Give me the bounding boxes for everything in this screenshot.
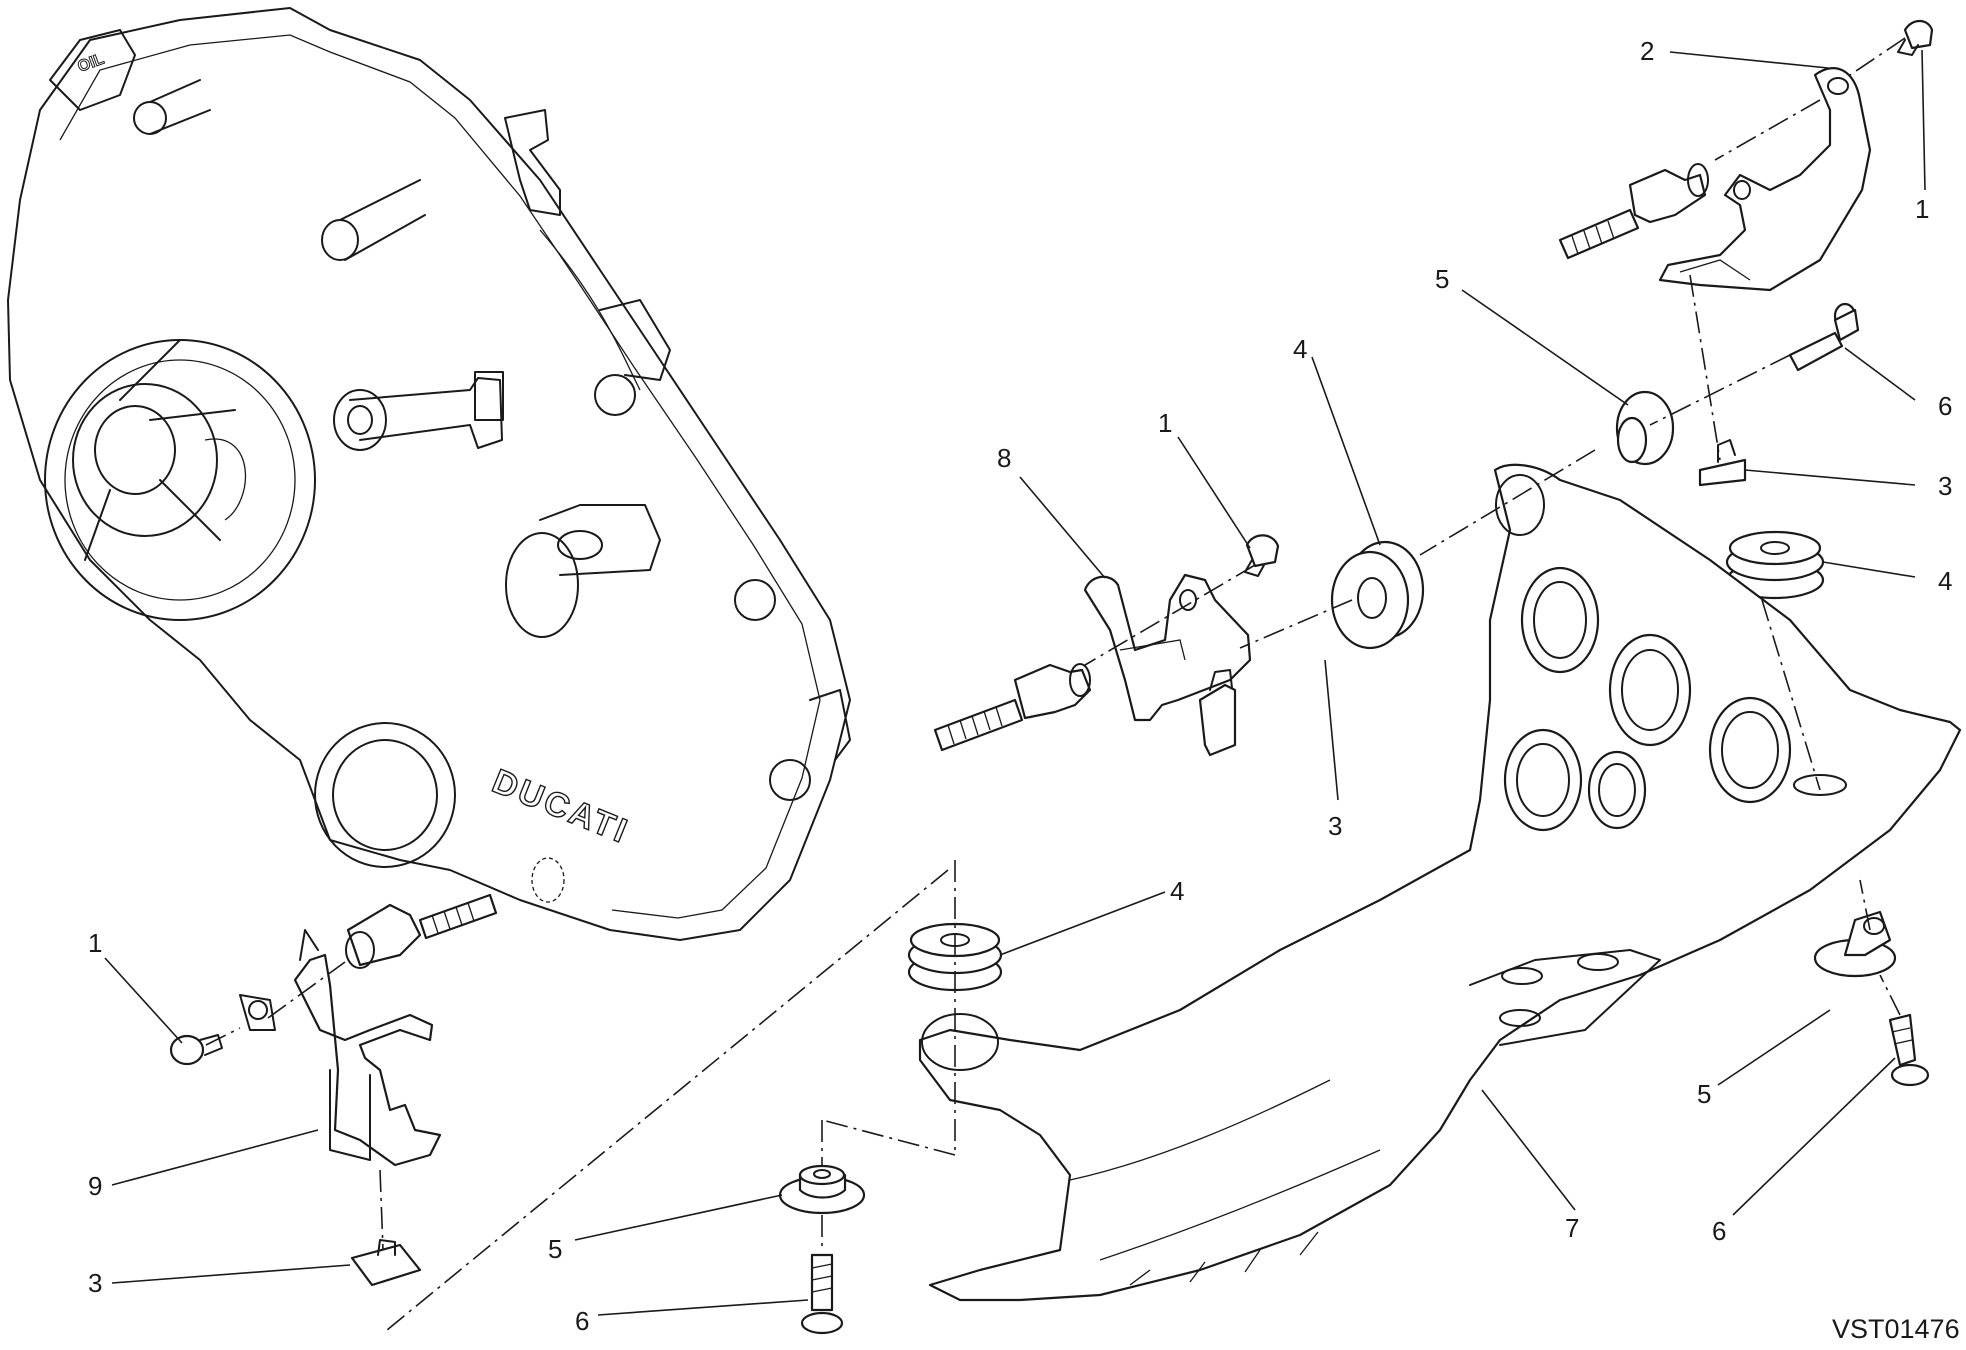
callout-number: 2 xyxy=(1640,36,1654,66)
screw-6-upper xyxy=(1788,302,1860,372)
bracket-8 xyxy=(1083,573,1252,722)
screw-6-lower-left xyxy=(800,1253,844,1335)
stud-bolt-lower xyxy=(345,893,498,969)
callout-number: 9 xyxy=(88,1171,102,1201)
grommet-4-center xyxy=(1330,540,1425,650)
upper-guard-bracket xyxy=(1658,67,1872,292)
skid-plate xyxy=(918,463,1962,1302)
bracket-9 xyxy=(239,929,442,1167)
clip-nut-3-lower xyxy=(350,1239,422,1287)
callout-number: 1 xyxy=(1158,408,1172,438)
callout-number: 3 xyxy=(1938,471,1952,501)
callout-leaders xyxy=(104,49,1926,1316)
stud-bolt-top xyxy=(1558,163,1709,260)
callout-number: 4 xyxy=(1293,334,1307,364)
cover-brand-marking: DUCATI xyxy=(487,762,635,851)
callout-number: 5 xyxy=(548,1234,562,1264)
callout-number: 6 xyxy=(1938,391,1952,421)
assembly-axes xyxy=(205,37,1906,1331)
callout-number: 4 xyxy=(1170,876,1184,906)
callout-number: 8 xyxy=(997,443,1011,473)
screw-1-lower xyxy=(169,1034,223,1066)
grommet-4-upper xyxy=(1725,530,1825,600)
engine-cover: OIL DUCATI xyxy=(7,7,851,941)
callout-number: 1 xyxy=(1915,194,1929,224)
callout-number: 5 xyxy=(1697,1079,1711,1109)
callout-number: 6 xyxy=(1712,1216,1726,1246)
spacer-5-lower-left xyxy=(778,1164,866,1215)
screw-1-center xyxy=(1244,534,1280,577)
callout-number: 3 xyxy=(1328,811,1342,841)
stud-bolt-center xyxy=(933,663,1092,752)
callout-number: 3 xyxy=(88,1268,102,1298)
screw-6-lower-right xyxy=(1888,1013,1930,1087)
callout-number: 1 xyxy=(88,928,102,958)
spacer-5-lower-right xyxy=(1813,910,1897,978)
callout-number: 7 xyxy=(1565,1213,1579,1243)
spacer-5-upper xyxy=(1615,390,1675,466)
callout-number: 5 xyxy=(1435,264,1449,294)
clip-nut-3-center xyxy=(1198,669,1237,757)
callout-number: 6 xyxy=(575,1306,589,1336)
callout-number: 4 xyxy=(1938,566,1952,596)
diagram-code: VST01476 xyxy=(1832,1314,1960,1344)
callout-numbers: 2 1 5 4 1 8 6 3 4 3 4 1 9 3 5 6 7 5 6 xyxy=(88,36,1952,1336)
screw-1-top xyxy=(1897,19,1934,56)
clip-nut-3-upper xyxy=(1698,439,1747,487)
